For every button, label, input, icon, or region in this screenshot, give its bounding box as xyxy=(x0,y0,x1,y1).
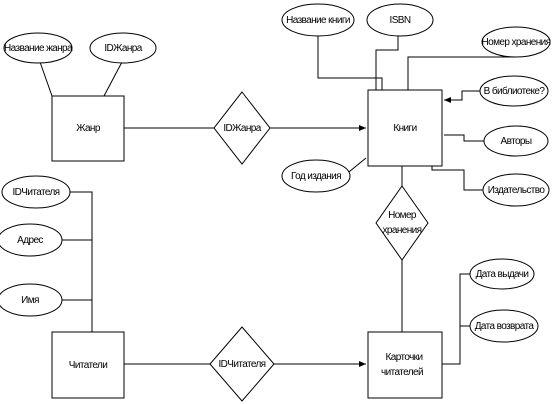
attribute-publisher-label: Издательство xyxy=(488,185,546,196)
attribute-issue-date: Дата выдачи xyxy=(469,258,535,290)
line-book-title xyxy=(317,36,383,90)
connectors xyxy=(39,36,516,367)
attribute-return-date: Дата возврата xyxy=(469,309,539,343)
line-reader-id xyxy=(70,191,93,332)
attribute-storage-number: Номер хранения xyxy=(481,26,551,58)
entity-genre: Жанр xyxy=(51,95,125,162)
attribute-isbn: ISBN xyxy=(366,3,434,37)
relationship-reader-id: IDЧитателя xyxy=(209,326,275,402)
attribute-name-label: Имя xyxy=(21,295,39,306)
line-genre-id xyxy=(103,61,123,97)
entity-cards: Карточки читателей xyxy=(367,331,443,399)
attribute-year: Год издания xyxy=(281,159,351,193)
attribute-authors: Авторы xyxy=(483,125,549,157)
attribute-in-library: В библиотеке? xyxy=(479,75,549,107)
line-issue-date xyxy=(442,273,470,365)
line-in-library xyxy=(444,90,480,103)
line-isbn xyxy=(375,36,399,90)
line-storage-number xyxy=(407,56,516,90)
entity-readers: Читатели xyxy=(51,331,125,399)
attribute-book-title: Название книги xyxy=(281,3,355,37)
attribute-genre-id-label: IDЖанра xyxy=(104,43,142,54)
entity-genre-label: Жанр xyxy=(76,123,101,134)
attribute-genre-id: IDЖанра xyxy=(89,32,157,64)
attribute-address: Адрес xyxy=(0,223,63,257)
attribute-publisher: Издательство xyxy=(482,173,550,207)
attribute-genre-name-label: Название жанра xyxy=(4,43,73,54)
attribute-reader-id-label: IDЧитателя xyxy=(12,187,59,198)
entity-books-label: Книги xyxy=(393,123,416,134)
line-authors xyxy=(444,134,484,142)
line-publisher xyxy=(431,166,484,191)
relationship-genre-id-label: IDЖанра xyxy=(223,123,261,134)
attribute-name: Имя xyxy=(0,283,63,317)
entity-books: Книги xyxy=(367,89,443,167)
attribute-issue-date-label: Дата выдачи xyxy=(476,269,529,280)
attribute-storage-number-label: Номер хранения xyxy=(482,37,551,48)
relationship-genre-id: IDЖанра xyxy=(213,91,271,165)
attribute-reader-id: IDЧитателя xyxy=(1,175,71,209)
attribute-isbn-label: ISBN xyxy=(390,15,411,26)
attribute-year-label: Год издания xyxy=(291,171,341,182)
entity-readers-label: Читатели xyxy=(69,360,107,371)
relationship-reader-id-label: IDЧитателя xyxy=(218,359,265,370)
attribute-authors-label: Авторы xyxy=(501,136,532,147)
relationship-storage-number-label-1: Номер xyxy=(388,210,417,221)
attribute-genre-name: Название жанра xyxy=(3,32,74,64)
attribute-address-label: Адрес xyxy=(17,235,43,246)
attribute-return-date-label: Дата возврата xyxy=(475,321,535,332)
entity-cards-label-2: читателей xyxy=(381,367,423,378)
relationship-storage-number-label-2: хранения xyxy=(383,225,422,236)
relationship-storage-number: Номер хранения xyxy=(375,185,429,261)
attribute-in-library-label: В библиотеке? xyxy=(484,85,546,97)
line-genre-name xyxy=(39,61,53,97)
attribute-book-title-label: Название книги xyxy=(286,15,350,26)
entity-cards-label-1: Карточки xyxy=(386,352,423,363)
